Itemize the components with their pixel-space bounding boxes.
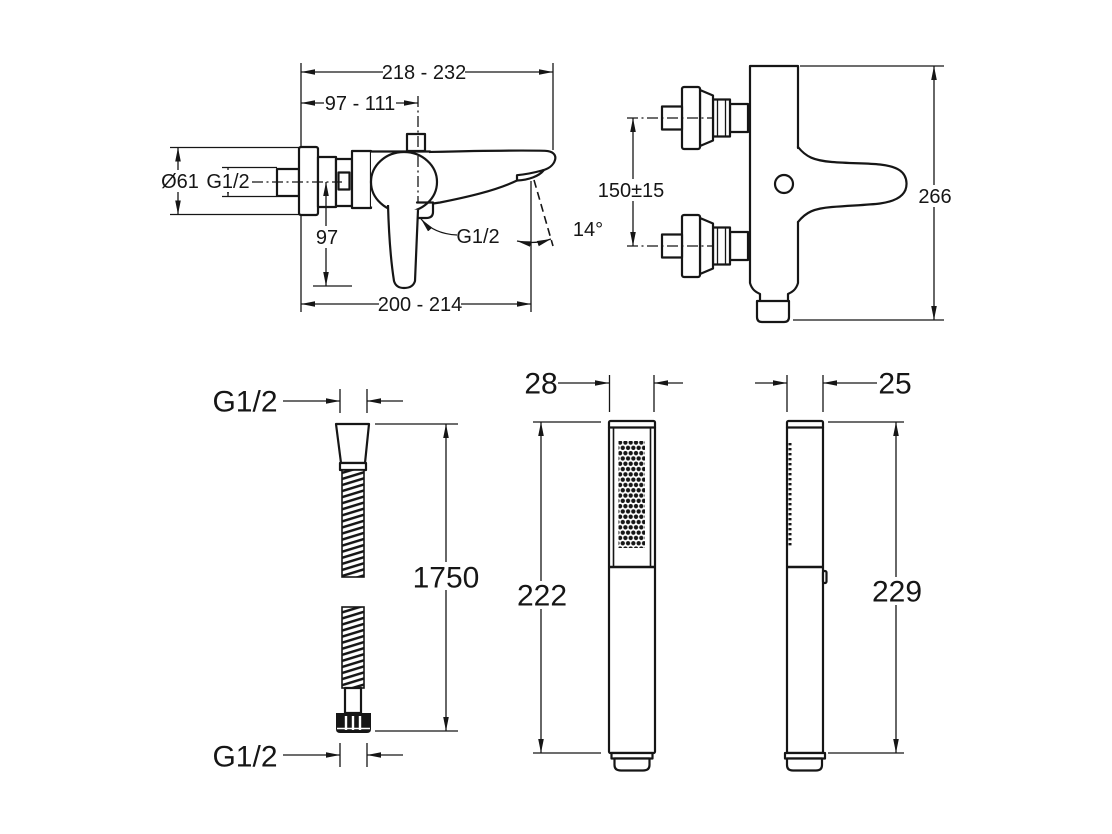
dim-spray-angle-label: 14° [573,219,603,241]
hose-cone-collar [338,461,368,472]
spout-hole [773,173,795,195]
wall-flange [297,145,320,217]
hose-bottom-thread-label: G1/2 [212,741,277,774]
diverter-knob [405,132,427,153]
dim-inlet-spacing-label: 150±15 [598,180,665,202]
hose-length-label: 1750 [413,562,480,595]
handshower-side-body [785,419,825,755]
hose-nut-knurl [344,716,362,730]
mixer-plan-view: 150±15 266 [597,64,955,324]
inlet-union-bottom [627,213,750,279]
length-label: 222 [517,580,567,613]
inlet-nut [613,757,651,772]
extension-line [339,743,368,767]
mixer-side-view: 218 - 232 97 - 111 Ø61 G1/2 97 200 - 214… [159,61,603,316]
handshower-front-view: 28 222 [516,368,683,772]
dim-overall-length-label: 266 [918,186,951,208]
hose-coil-lower [341,606,365,689]
dim-flange-diameter-label: Ø61 [161,171,199,193]
dim-hose-outlet-thread-label: G1/2 [456,226,499,248]
hose-outlet-fitting [415,201,435,220]
hose-cone-fitting [334,422,371,465]
mixer-body-outline [748,64,800,303]
head-depth-label: 25 [878,368,911,401]
extension-line [608,375,655,412]
dim-overall-width-label: 218 - 232 [382,62,467,84]
hose-top-thread-label: G1/2 [212,386,277,419]
outlet-thread-leader [420,218,458,236]
lever-handle-blade [386,204,420,290]
spout-plan-outline [796,145,908,224]
dim-inlet-thread-label: G1/2 [206,171,249,193]
spout-outlet-lip [515,169,545,182]
dim-wall-to-outlet-label: 200 - 214 [378,294,463,316]
extension-line [786,375,824,412]
spray-angle-arc [516,238,552,247]
handshower-side-view: 25 229 [755,368,923,772]
inlet-nut [785,757,824,772]
head-width-label: 28 [524,368,557,401]
inlet-union-top [627,85,750,151]
hose-coil-upper [341,469,365,578]
extension-line [339,389,368,413]
face-border-lines [612,427,652,567]
spray-angle-dashed-line [533,179,554,247]
dim-wall-to-diverter-label: 97 - 111 [325,93,395,115]
spray-face-dots [618,441,645,548]
hose-tail [343,686,363,715]
union-nut-detail [337,171,351,191]
body-block [350,149,373,210]
body-clip [821,569,828,585]
length-label: 229 [872,576,922,609]
spout [428,149,557,205]
bottom-outlet [755,299,791,324]
shower-hose-view: G1/2 G1/2 1750 [212,386,481,774]
dim-handle-drop-label: 97 [316,227,338,249]
